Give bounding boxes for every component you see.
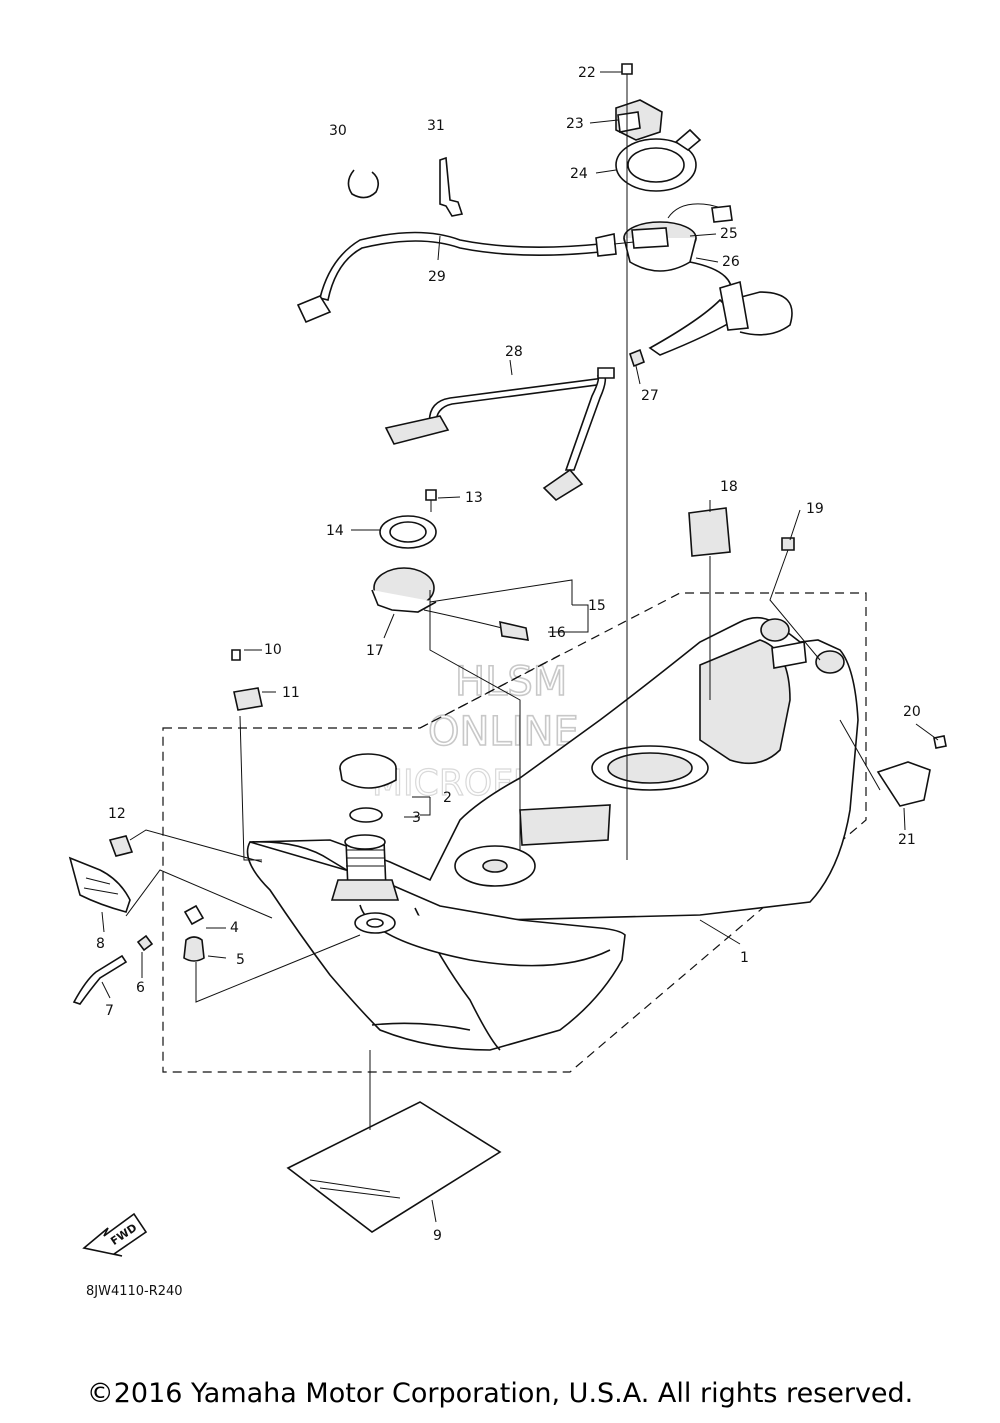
callout-7: 7 — [105, 1003, 114, 1019]
filler-neck — [330, 753, 400, 934]
forward-arrow-icon: FWD — [82, 1212, 148, 1257]
callout-21: 21 — [898, 832, 916, 848]
callout-30: 30 — [329, 123, 347, 139]
callout-29: 29 — [428, 269, 446, 285]
callout-10: 10 — [264, 642, 282, 658]
watermark-line-2: ONLINE — [428, 709, 579, 755]
callout-5: 5 — [236, 952, 245, 968]
callout-14: 14 — [326, 523, 344, 539]
callout-2: 2 — [443, 790, 452, 806]
callout-1: 1 — [740, 950, 749, 966]
callout-24: 24 — [570, 166, 588, 182]
callout-12: 12 — [108, 806, 126, 822]
callout-22: 22 — [578, 65, 596, 81]
callout-4: 4 — [230, 920, 239, 936]
callout-9: 9 — [433, 1228, 442, 1244]
callout-26: 26 — [722, 254, 740, 270]
callout-labels: 1 2 3 4 5 6 7 8 9 10 11 12 13 14 15 16 1… — [96, 65, 921, 1244]
drawing-code: 8JW4110-R240 — [86, 1284, 183, 1299]
callout-25: 25 — [720, 226, 738, 242]
callout-17: 17 — [366, 643, 384, 659]
callout-28: 28 — [505, 344, 523, 360]
callout-20: 20 — [903, 704, 921, 720]
fuel-pump-assembly — [615, 63, 793, 356]
callout-27: 27 — [641, 388, 659, 404]
small-parts — [68, 507, 947, 1233]
callout-19: 19 — [806, 501, 824, 517]
leader-lines — [101, 71, 939, 1223]
fuel-hose — [296, 231, 635, 324]
vent-hoses — [384, 348, 645, 502]
callout-6: 6 — [136, 980, 145, 996]
callout-23: 23 — [566, 116, 584, 132]
sender-unit — [371, 489, 529, 641]
copyright-notice: ©2016 Yamaha Motor Corporation, U.S.A. A… — [86, 1378, 914, 1409]
callout-13: 13 — [465, 490, 483, 506]
callout-15: 15 — [588, 598, 606, 614]
callout-18: 18 — [720, 479, 738, 495]
clamp-and-clip — [347, 156, 464, 217]
assembly-outlines — [162, 592, 867, 1073]
callout-8: 8 — [96, 936, 105, 952]
watermark-line-1: HLSM — [455, 659, 567, 705]
callout-31: 31 — [427, 118, 445, 134]
callout-11: 11 — [282, 685, 300, 701]
callout-3: 3 — [412, 810, 421, 826]
callout-16: 16 — [548, 625, 566, 641]
